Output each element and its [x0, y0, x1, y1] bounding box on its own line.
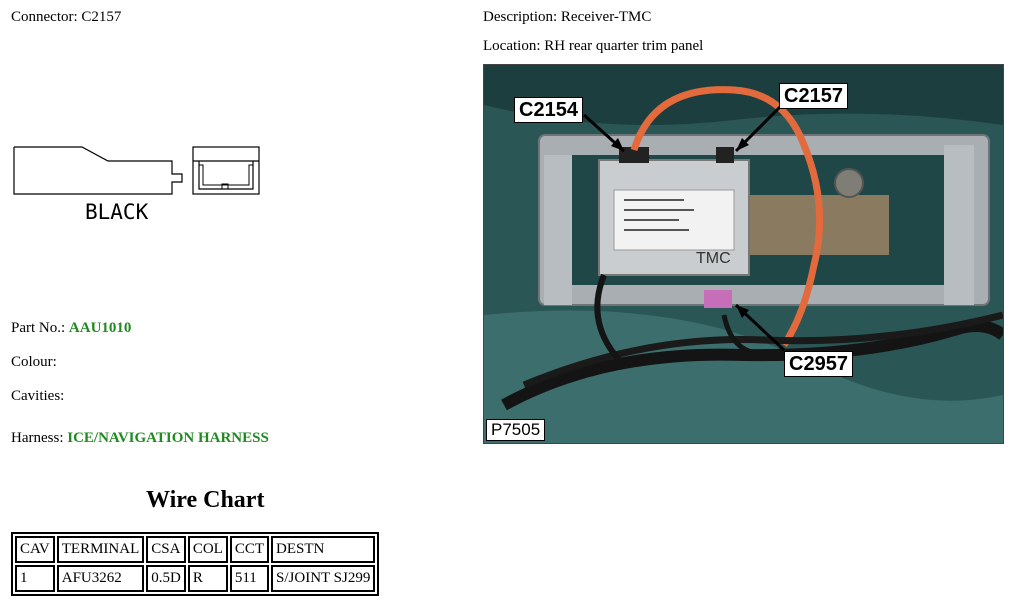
- description-line: Description: Receiver-TMC: [483, 9, 651, 26]
- cavities-line: Cavities:: [11, 388, 64, 405]
- cavities-label: Cavities:: [11, 388, 65, 404]
- colour-label: Colour:: [11, 354, 57, 370]
- connector-value: C2157: [81, 9, 122, 25]
- col-header-cav: CAV: [15, 536, 55, 563]
- cell-col: R: [187, 565, 228, 592]
- wire-chart-title: Wire Chart: [146, 487, 265, 513]
- callout-c2157: C2157: [779, 83, 848, 109]
- cell-destn: S/JOINT SJ299: [271, 565, 376, 592]
- colour-line: Colour:: [11, 354, 57, 371]
- location-photo: TMC C2154 C2157 C2957 P7505: [483, 64, 1004, 444]
- harness-label: Harness:: [11, 430, 64, 446]
- connector-label: Connector:: [11, 9, 78, 25]
- part-no-label: Part No.:: [11, 320, 66, 336]
- table-row: 1 AFU3262 0.5D R 511 S/JOINT SJ299: [15, 565, 376, 592]
- harness-line: Harness: ICE/NAVIGATION HARNESS: [11, 430, 269, 447]
- col-header-destn: DESTN: [271, 536, 376, 563]
- connector-drawing: [13, 146, 260, 195]
- cell-cav: 1: [15, 565, 55, 592]
- harness-link[interactable]: ICE/NAVIGATION HARNESS: [67, 430, 269, 446]
- cell-csa: 0.5D: [146, 565, 186, 592]
- connector-side-view: [13, 146, 183, 195]
- wire-chart-header-row: CAV TERMINAL CSA COL CCT DESTN: [15, 536, 376, 563]
- cell-terminal: AFU3262: [56, 565, 145, 592]
- location-label: Location:: [483, 38, 541, 54]
- location-line: Location: RH rear quarter trim panel: [483, 38, 703, 55]
- cell-cct: 511: [229, 565, 270, 592]
- col-header-csa: CSA: [146, 536, 186, 563]
- callout-c2957: C2957: [784, 351, 853, 377]
- photo-reference: P7505: [486, 419, 546, 441]
- module-label: TMC: [696, 250, 731, 267]
- col-header-cct: CCT: [229, 536, 270, 563]
- connector-line: Connector: C2157: [11, 9, 121, 26]
- col-header-col: COL: [187, 536, 228, 563]
- location-value: RH rear quarter trim panel: [544, 38, 704, 54]
- part-no-link[interactable]: AAU1010: [68, 320, 132, 336]
- col-header-terminal: TERMINAL: [56, 536, 145, 563]
- connector-front-view: [192, 146, 260, 195]
- part-no-line: Part No.: AAU1010: [11, 320, 131, 337]
- connector-colour-text: BLACK: [85, 200, 149, 224]
- callout-c2154: C2154: [514, 97, 583, 123]
- wire-chart-table: CAV TERMINAL CSA COL CCT DESTN 1 AFU3262…: [11, 532, 380, 596]
- description-value: Receiver-TMC: [560, 9, 652, 25]
- description-label: Description:: [483, 9, 558, 25]
